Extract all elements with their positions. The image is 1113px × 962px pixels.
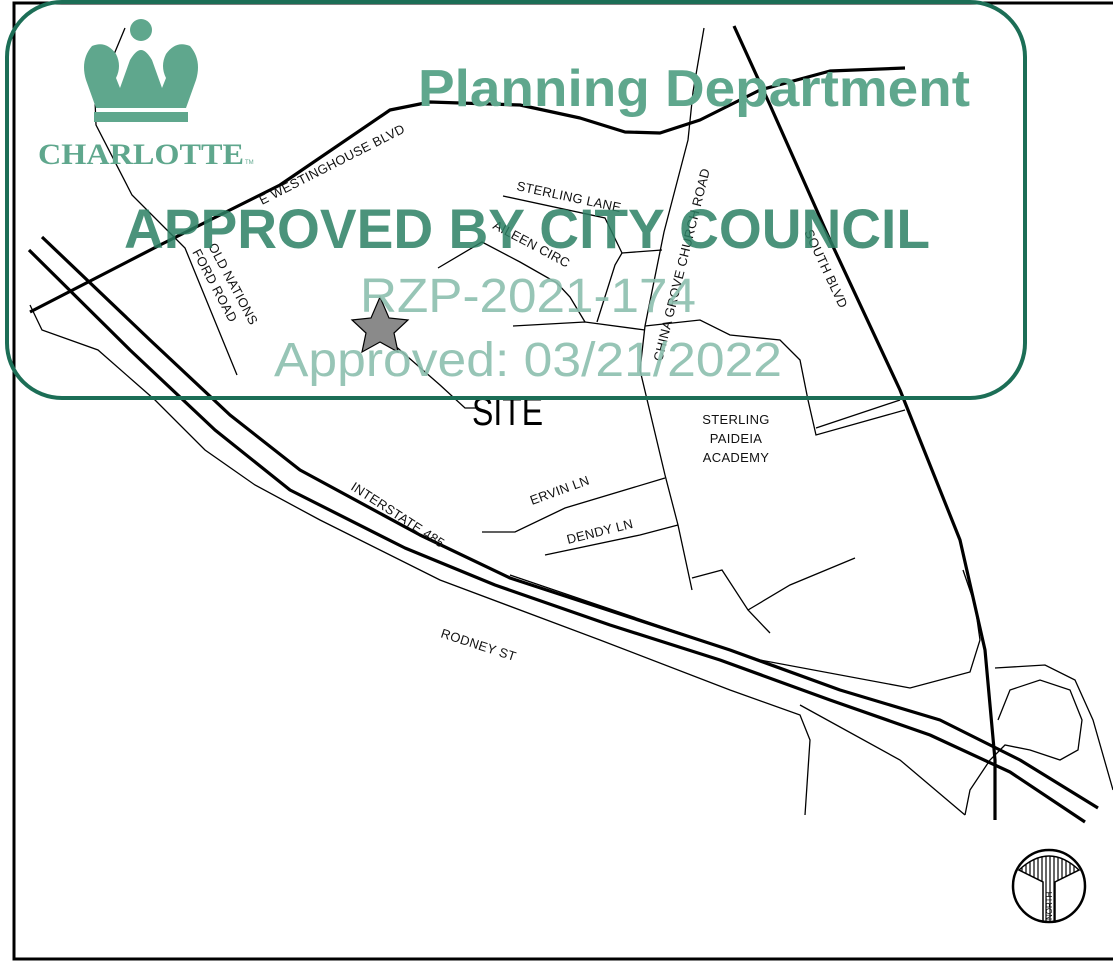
aileen-circ-road xyxy=(437,241,586,323)
charlotte-logo-tm: TM xyxy=(245,160,254,166)
interchange-ramp xyxy=(799,704,966,816)
north-arrow-label: NORTH xyxy=(1045,891,1054,920)
stamp-border xyxy=(5,0,1027,400)
interchange-loop-inner xyxy=(964,679,1083,816)
case-number: RZP-2021-174 xyxy=(360,270,696,323)
planning-department-title: Planning Department xyxy=(418,60,970,118)
interchange-loop xyxy=(994,664,1113,791)
site-label: SITE xyxy=(472,389,543,434)
site-star-icon xyxy=(350,295,410,354)
approval-stamp: CHARLOTTE TM Planning Department APPROVE… xyxy=(5,0,1027,400)
charlotte-logo-text: CHARLOTTE xyxy=(38,138,244,171)
south-street-1 xyxy=(691,569,771,634)
rodney-street-road xyxy=(29,304,811,816)
sterling-paideia-road xyxy=(644,319,906,436)
south-blvd xyxy=(732,25,997,820)
aileen-circ-east xyxy=(596,252,623,323)
rodney-label: RODNEY ST xyxy=(439,626,518,664)
landmark-line-2: PAIDEIA xyxy=(710,431,762,446)
landmark-line-3: ACADEMY xyxy=(703,450,769,465)
north-arrow-icon: NORTH xyxy=(1011,848,1087,924)
sterling-lane-road xyxy=(502,195,623,254)
ervin-lane-road xyxy=(482,477,666,533)
interstate-label: INTERSTATE 485 xyxy=(348,479,447,551)
aileen-circ-south xyxy=(512,321,646,331)
interstate-485-north xyxy=(40,235,1099,810)
local-roads xyxy=(29,27,1113,816)
westinghouse-blvd xyxy=(29,66,906,314)
landmark-line-1: STERLING xyxy=(702,412,769,427)
interstate-485-south xyxy=(27,248,1086,824)
sterling-lane-connector xyxy=(621,249,663,254)
south-street-2 xyxy=(747,557,856,611)
approval-date: Approved: 03/21/2022 xyxy=(274,334,782,387)
dendy-label: DENDY LN xyxy=(565,516,635,547)
approval-status: APPROVED BY CITY COUNCIL xyxy=(124,197,930,260)
westinghouse-label: E WESTINGHOUSE BLVD xyxy=(257,121,408,208)
sterling-paideia-road-inner xyxy=(815,399,901,429)
charlotte-crown-icon xyxy=(84,19,198,122)
major-roads xyxy=(27,25,1099,824)
dendy-lane-road xyxy=(544,524,679,556)
